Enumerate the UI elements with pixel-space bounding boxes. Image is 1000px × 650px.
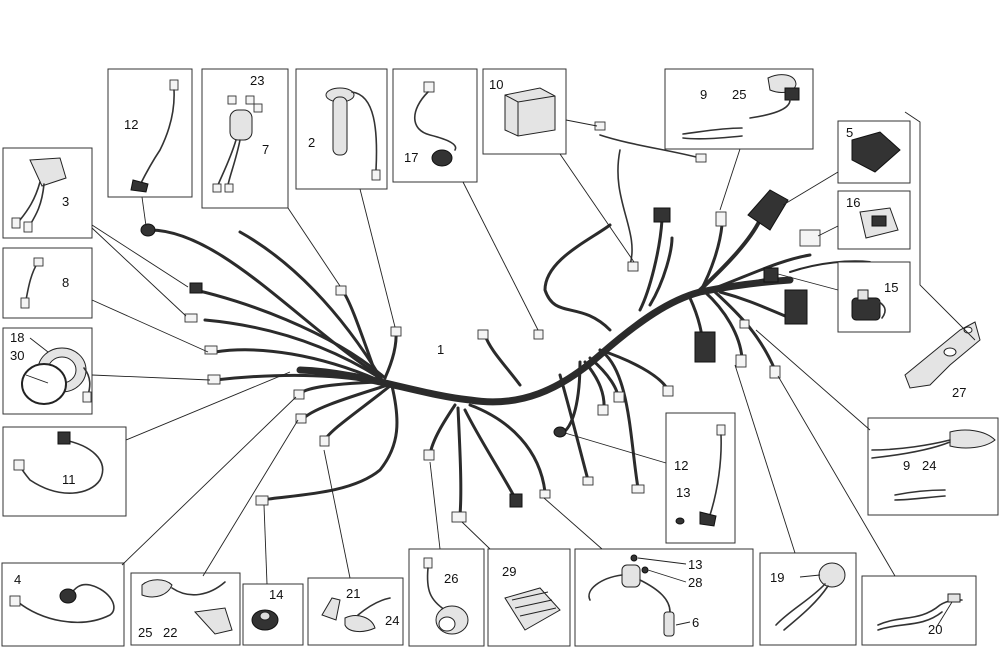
part-box-14 [242,583,304,646]
part-box-29 [487,548,571,647]
label-4: 4 [14,572,21,587]
label-12-right: 12 [674,458,688,473]
part-box-11 [2,426,127,517]
part-box-19 [759,552,857,646]
label-30: 30 [10,348,24,363]
part-box-16 [837,190,911,250]
part-box-4 [1,562,125,647]
part-box-9-25-top [664,68,814,150]
part-box-5 [837,120,911,184]
part-box-12-13-right [665,412,736,544]
leader-lines [25,119,896,585]
label-18: 18 [10,330,24,345]
part-box-17 [392,68,478,183]
label-26: 26 [444,571,458,586]
part-box-25-22-bottom [130,572,241,646]
label-12-top: 12 [124,117,138,132]
label-11: 11 [62,472,76,487]
label-2: 2 [308,135,315,150]
label-9-top: 9 [700,87,707,102]
part-number-labels: 1 2 3 4 5 6 7 8 9 9 10 11 12 12 13 13 14… [10,73,966,640]
harness-connectors [140,121,821,523]
part-box-10 [482,68,567,155]
label-6: 6 [692,615,699,630]
label-9-right: 9 [903,458,910,473]
label-17: 17 [404,150,418,165]
label-1: 1 [437,342,444,357]
label-13-bottom: 13 [688,557,702,572]
part-box-3 [2,147,93,239]
label-24-right: 24 [922,458,936,473]
part-box-18-30 [2,327,93,415]
part-27-bracket [904,111,981,389]
label-25-top: 25 [732,87,746,102]
label-20: 20 [928,622,942,637]
part-box-9-24-right [867,417,999,516]
part-box-20 [861,575,977,646]
label-14: 14 [269,587,283,602]
part-box-26 [408,548,485,647]
label-19: 19 [770,570,784,585]
part-box-2 [295,68,388,190]
part-box-21-24-bottom [307,577,404,646]
part-box-12-top [107,68,193,198]
label-16: 16 [846,195,860,210]
label-3: 3 [62,194,69,209]
label-27: 27 [952,385,966,400]
label-22: 22 [163,625,177,640]
label-10: 10 [489,77,503,92]
label-5: 5 [846,125,853,140]
part-box-15 [837,261,911,333]
part-box-7-23 [201,68,289,209]
part-box-13-28-6 [574,548,754,647]
part-box-8 [2,247,93,319]
label-13-right: 13 [676,485,690,500]
label-28: 28 [688,575,702,590]
label-15: 15 [884,280,898,295]
label-29: 29 [502,564,516,579]
label-25-bottom: 25 [138,625,152,640]
label-23: 23 [250,73,264,88]
label-8: 8 [62,275,69,290]
label-leaders-small [637,557,953,629]
label-21: 21 [346,586,360,601]
label-24-bottom: 24 [385,613,399,628]
label-7: 7 [262,142,269,157]
